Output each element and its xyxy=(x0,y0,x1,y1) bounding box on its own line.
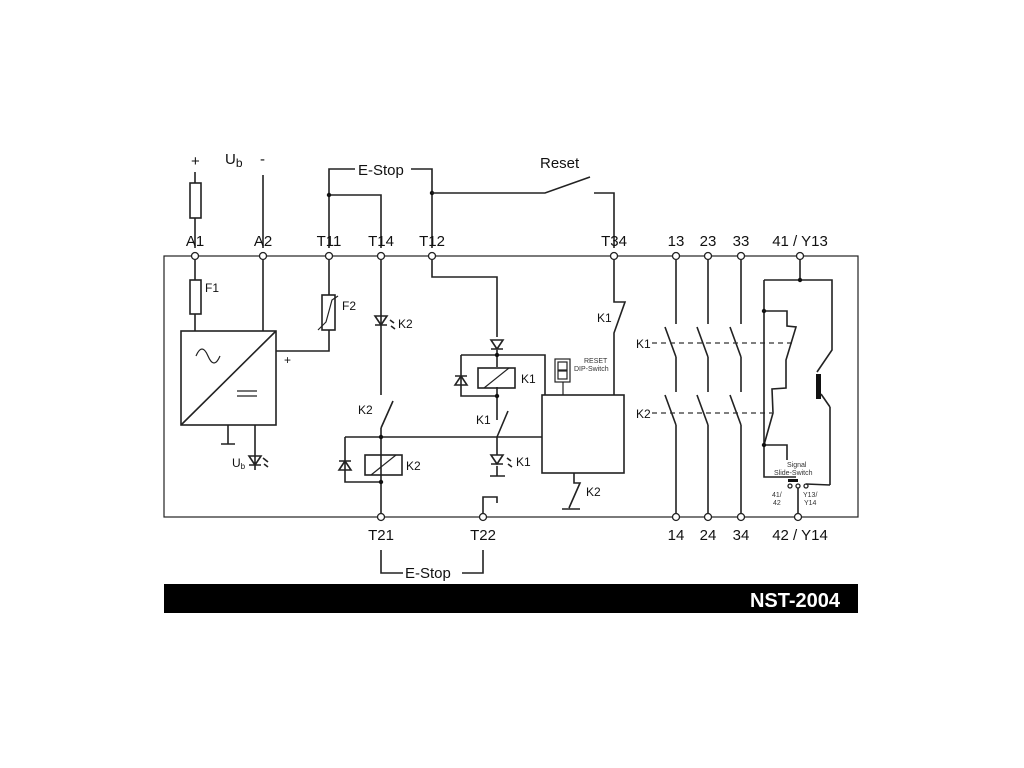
t22-wire xyxy=(482,496,498,517)
external-fuse xyxy=(189,172,202,248)
led-k1-icon xyxy=(489,454,513,468)
device-housing xyxy=(163,255,859,518)
terminal-label-t12: T12 xyxy=(419,233,445,250)
reset-label: Reset xyxy=(540,155,580,172)
led-k1-label: K1 xyxy=(516,455,531,469)
row-k1-label: K1 xyxy=(636,337,651,351)
k2-contact xyxy=(380,400,394,429)
k2-switch-label: K2 xyxy=(358,403,373,417)
slide-left-2: 42 xyxy=(773,500,781,507)
terminal-label-33: 33 xyxy=(733,233,750,250)
terminal-label-23: 23 xyxy=(700,233,717,250)
terminal-label-13: 13 xyxy=(668,233,685,250)
f1-label: F1 xyxy=(205,281,219,295)
led-ub-icon xyxy=(247,425,269,470)
control-block xyxy=(541,394,625,474)
slide-label-2: Slide-Switch xyxy=(774,470,813,477)
dip-label-reset: RESET xyxy=(584,358,608,365)
row-k2-label: K2 xyxy=(636,407,651,421)
ac-sine-icon xyxy=(195,348,221,364)
supply-minus: - xyxy=(260,151,265,168)
k1-contact xyxy=(496,410,509,438)
terminal-label-a1: A1 xyxy=(186,233,204,250)
slide-right-1: Y13/ xyxy=(803,492,817,499)
estop-top-label: E-Stop xyxy=(358,162,404,179)
ptc-fuse-f2 xyxy=(317,294,339,331)
model-bar xyxy=(164,584,858,613)
terminal-label-t34: T34 xyxy=(601,233,627,250)
diode-k1-icon xyxy=(453,374,469,386)
estop-bottom-label: E-Stop xyxy=(405,565,451,582)
supply-ub: Ub xyxy=(225,151,243,170)
terminal-label-34: 34 xyxy=(733,527,750,544)
led-ub-label: Ub xyxy=(232,456,246,471)
output-contacts xyxy=(652,256,795,517)
power-supply-block xyxy=(180,330,277,426)
plus-output-label: + xyxy=(284,353,291,367)
supply-plus: + xyxy=(191,153,200,170)
terminal-screws[interactable] xyxy=(190,251,805,522)
terminal-label-t14: T14 xyxy=(368,233,394,250)
f2-label: F2 xyxy=(342,299,356,313)
terminal-label-42-y14: 42 / Y14 xyxy=(772,527,828,544)
slide-left-1: 41/ xyxy=(772,492,782,499)
slide-label-1: Signal xyxy=(787,462,807,469)
ctrl-k2-label: K2 xyxy=(586,485,601,499)
ground-icon xyxy=(221,425,235,445)
model-name: NST-2004 xyxy=(750,590,841,612)
terminal-label-t22: T22 xyxy=(470,527,496,544)
signal-output-circuit xyxy=(761,256,833,517)
coil-k2 xyxy=(364,454,403,476)
reset-switch[interactable] xyxy=(432,176,615,248)
coil-k2-label: K2 xyxy=(406,459,421,473)
slide-right-2: Y14 xyxy=(804,500,817,507)
dip-label-switch: DIP-Switch xyxy=(574,366,609,373)
dip-switch-icon[interactable] xyxy=(554,358,571,395)
k2-nc-contact xyxy=(562,473,582,510)
terminal-label-24: 24 xyxy=(700,527,717,544)
terminal-label-14: 14 xyxy=(668,527,685,544)
terminal-label-t21: T21 xyxy=(368,527,394,544)
diode-k2-icon xyxy=(337,459,353,471)
dc-icon xyxy=(237,390,257,397)
k1-switch-label: K1 xyxy=(476,413,491,427)
coil-k1 xyxy=(477,367,516,389)
coil-k1-label: K1 xyxy=(521,372,536,386)
led-k2-icon xyxy=(373,315,396,330)
led-k2-label: K2 xyxy=(398,317,413,331)
t34-k1-label: K1 xyxy=(597,311,612,325)
estop-top-loop xyxy=(326,168,435,248)
terminal-label-a2: A2 xyxy=(254,233,272,250)
terminal-label-t11: T11 xyxy=(317,233,342,250)
estop-bottom-loop xyxy=(380,550,484,574)
terminal-label-41-y13: 41 / Y13 xyxy=(772,233,828,250)
diode-icon xyxy=(489,339,505,351)
fuse-f1 xyxy=(189,279,202,315)
